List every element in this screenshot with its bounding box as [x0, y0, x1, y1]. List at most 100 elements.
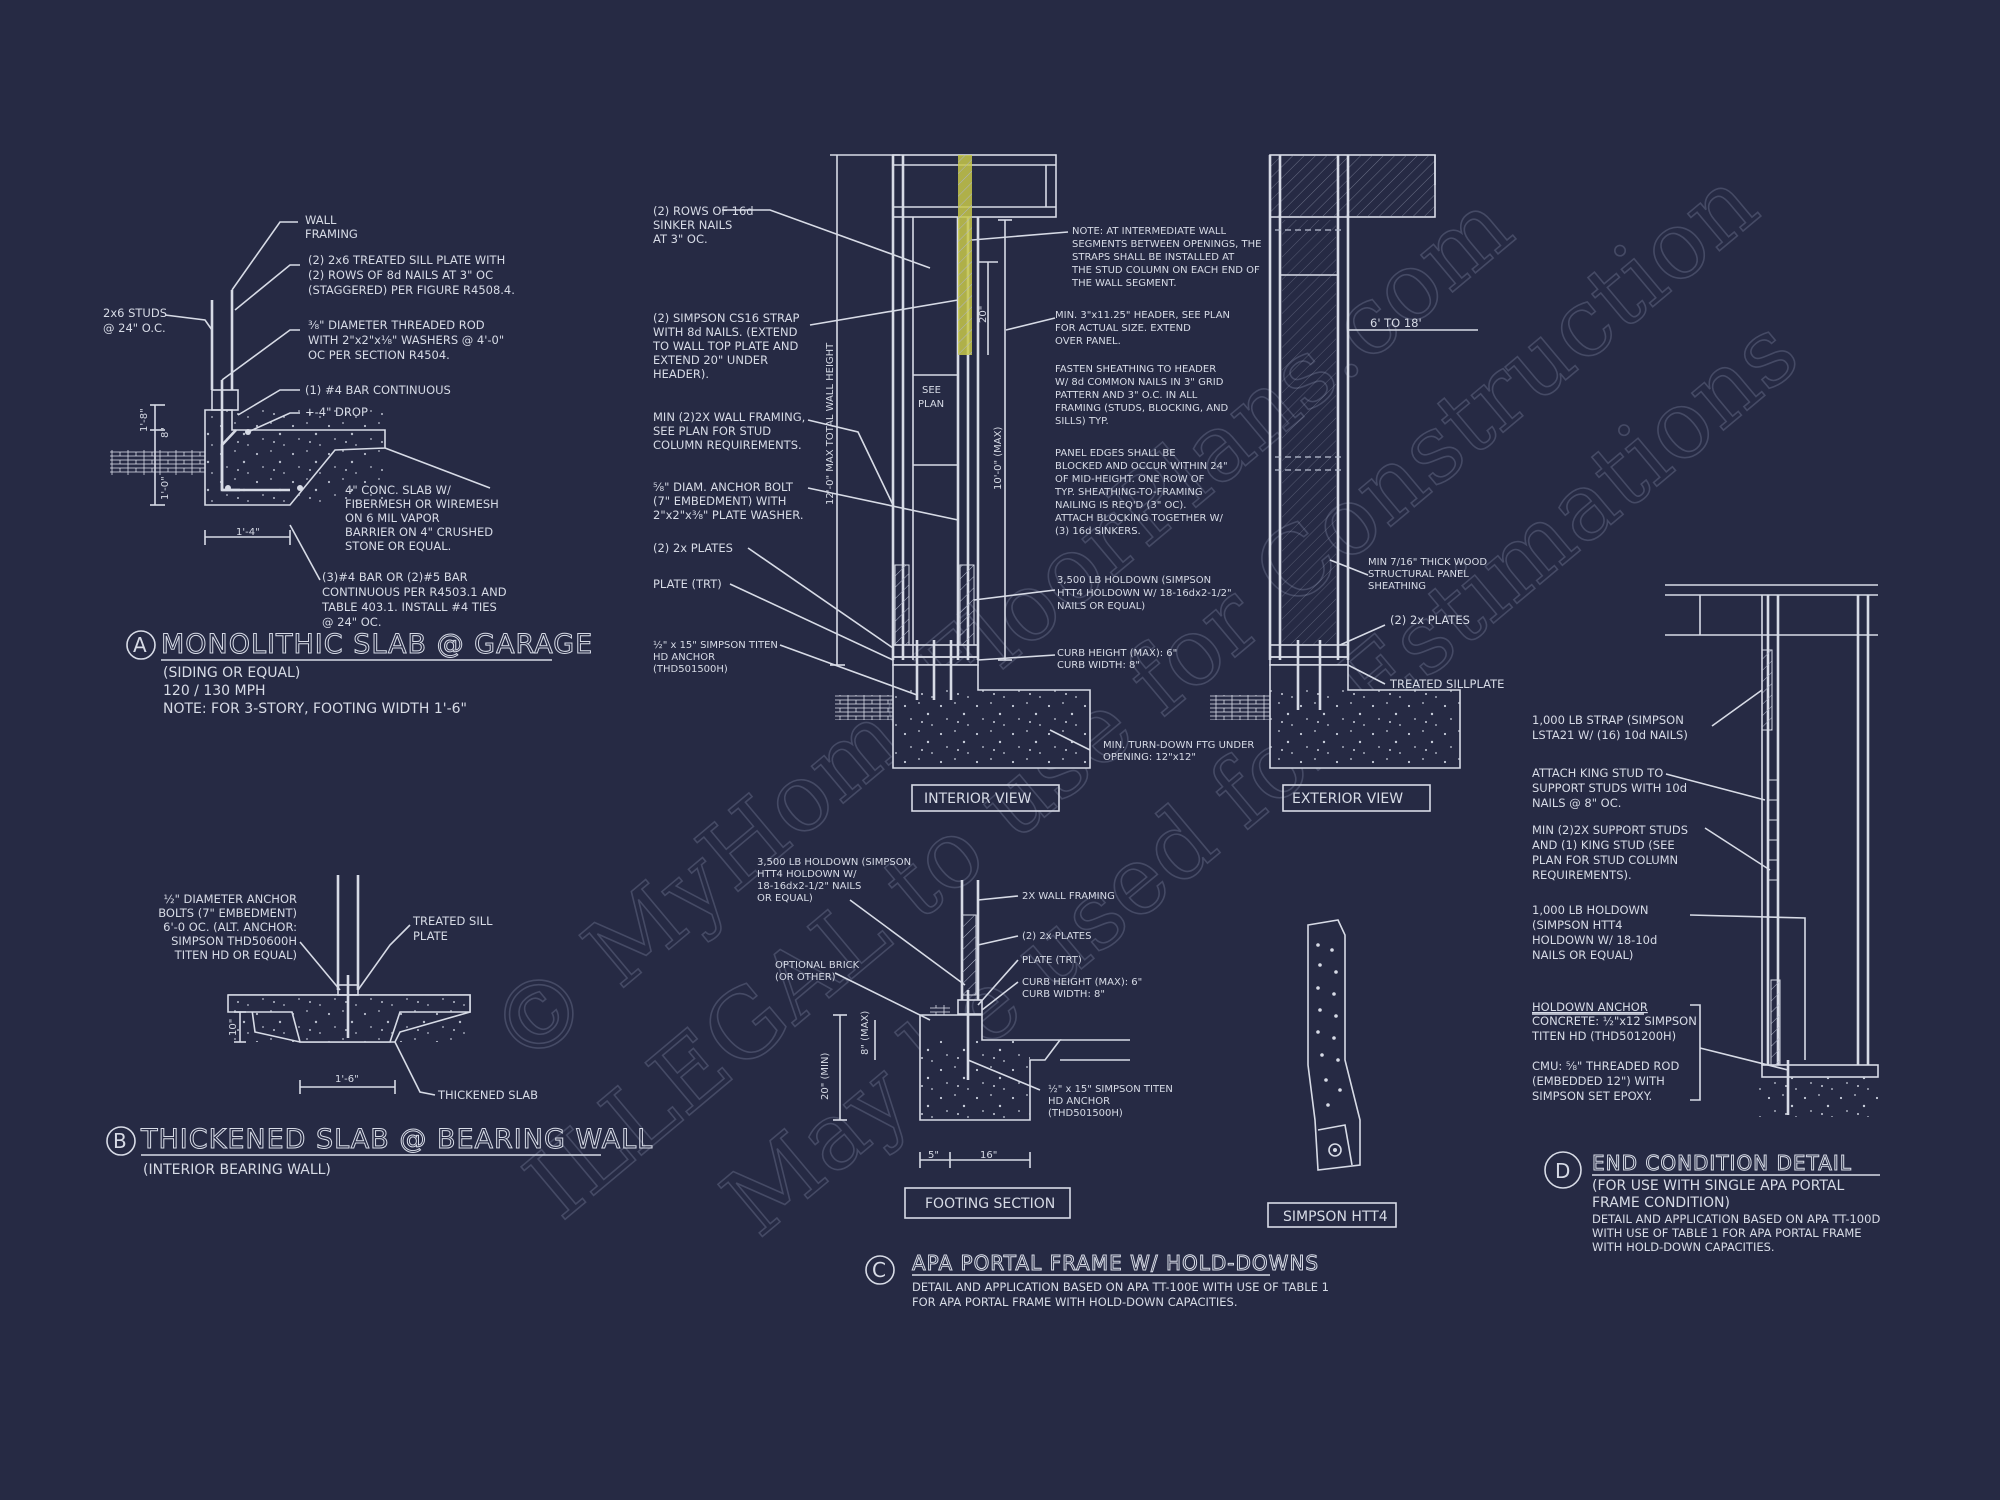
detail-d-letter: D [1555, 1159, 1570, 1183]
note-f-4: PLATE (TRT) [1022, 955, 1082, 966]
htt4-in-section [961, 914, 977, 996]
dim-strap: 20" [978, 306, 989, 323]
interior-view-label: INTERIOR VIEW [924, 791, 1032, 807]
note-a-bar: (1) #4 BAR CONTINUOUS [305, 383, 451, 397]
detail-d-title: END CONDITION DETAIL [1592, 1151, 1852, 1175]
dim-total-height: 12'-0" MAX TOTAL WALL HEIGHT [825, 342, 836, 505]
note-c-mid-6: CURB HEIGHT (MAX): 6"CURB WIDTH: 8" [1057, 648, 1177, 671]
exterior-view-box [1282, 784, 1431, 812]
dim-w16: 16" [980, 1150, 997, 1161]
holdown-right [959, 564, 975, 646]
exterior-view-label: EXTERIOR VIEW [1292, 791, 1403, 807]
detail-b-marker [106, 1126, 136, 1156]
note-c-left-6: PLATE (TRT) [653, 577, 722, 591]
note-c-sillplate: TREATED SILLPLATE [1389, 677, 1504, 691]
htt4-box [1267, 1202, 1397, 1228]
note-c-left-5: (2) 2x PLATES [653, 541, 733, 555]
detail-c-title-block: C APA PORTAL FRAME W/ HOLD-DOWNS DETAIL … [865, 1251, 1329, 1309]
dim-a-1: 1'-8" [139, 408, 150, 432]
sheathing-panel [1282, 220, 1336, 645]
holdown-left [894, 564, 910, 646]
note-c-left-3: MIN (2)2X WALL FRAMING,SEE PLAN FOR STUD… [653, 410, 805, 452]
detail-c-subtitle: DETAIL AND APPLICATION BASED ON APA TT-1… [912, 1280, 1329, 1309]
note-f-6: OPTIONAL BRICK(OR OTHER) [775, 960, 860, 983]
detail-b-title: THICKENED SLAB @ BEARING WALL [140, 1124, 653, 1155]
dim-a-4: 1'-4" [236, 527, 260, 538]
detail-a-drawing: 1'-8" 8" 1'-0" 1'-4" [110, 221, 491, 581]
detail-d-marker [1544, 1151, 1582, 1189]
detail-c-title: APA PORTAL FRAME W/ HOLD-DOWNS [912, 1251, 1319, 1275]
detail-c-exterior-drawing: 6' TO 18' EXTERIOR VIEW [1210, 154, 1478, 812]
detail-b-drawing: 10" 1'-6" [227, 875, 471, 1096]
dim-min20: 20" (MIN) [820, 1053, 831, 1100]
detail-c-marker [865, 1255, 895, 1285]
holdown-d [1770, 979, 1781, 1066]
detail-b-letter: B [113, 1129, 127, 1153]
span-label: 6' TO 18' [1370, 316, 1422, 330]
simpson-htt4-drawing: SIMPSON HTT4 [1267, 919, 1397, 1228]
note-f-3: (2) 2x PLATES [1022, 931, 1091, 942]
lsta21-strap [1761, 649, 1773, 731]
footing-d [1758, 1077, 1878, 1117]
dim-a-3: 1'-0" [160, 476, 171, 500]
detail-c-footing-drawing: 20" (MIN) 8" (MAX) 5" 16" FOOTING SECTIO… [820, 880, 1130, 1219]
dim-max-height: 10'-0" (MAX) [993, 427, 1004, 490]
note-b-slab: THICKENED SLAB [437, 1088, 538, 1102]
sill-plate [211, 389, 239, 411]
detail-d-desc: DETAIL AND APPLICATION BASED ON APA TT-1… [1592, 1212, 1880, 1254]
note-f-2: 2X WALL FRAMING [1022, 891, 1115, 902]
dim-w5: 5" [928, 1150, 939, 1161]
detail-a-marker [126, 630, 156, 660]
interior-view-box [911, 784, 1060, 812]
note-a-sill-plate: (2) 2x6 TREATED SILL PLATE WITH(2) ROWS … [308, 253, 515, 297]
detail-a-letter: A [133, 633, 147, 657]
note-a-drop: +-4" DROP [305, 405, 368, 419]
htt4-bracket [1307, 919, 1361, 1171]
dim-a-2: 8" [160, 427, 171, 438]
footing-section-box [904, 1187, 1071, 1219]
htt4-label: SIMPSON HTT4 [1283, 1209, 1388, 1225]
dim-b-1: 10" [228, 1019, 239, 1036]
detail-d-drawing [1665, 584, 1879, 1117]
note-d-5-head: HOLDOWN ANCHOR [1532, 1000, 1648, 1014]
rebar [220, 429, 290, 492]
dim-max8: 8" (MAX) [860, 1011, 871, 1055]
grade-brick [110, 450, 210, 475]
htt4-nail-holes [1316, 943, 1342, 1107]
detail-a-title: MONOLITHIC SLAB @ GARAGE [161, 629, 593, 660]
dim-b-2: 1'-6" [335, 1074, 359, 1085]
detail-c-interior-drawing: 12'-0" MAX TOTAL WALL HEIGHT 10'-0" (MAX… [722, 154, 1091, 812]
detail-b-subtitle: (INTERIOR BEARING WALL) [143, 1162, 331, 1178]
footing-section-label: FOOTING SECTION [925, 1196, 1055, 1212]
note-f-5: CURB HEIGHT (MAX): 6"CURB WIDTH: 8" [1022, 977, 1142, 1000]
